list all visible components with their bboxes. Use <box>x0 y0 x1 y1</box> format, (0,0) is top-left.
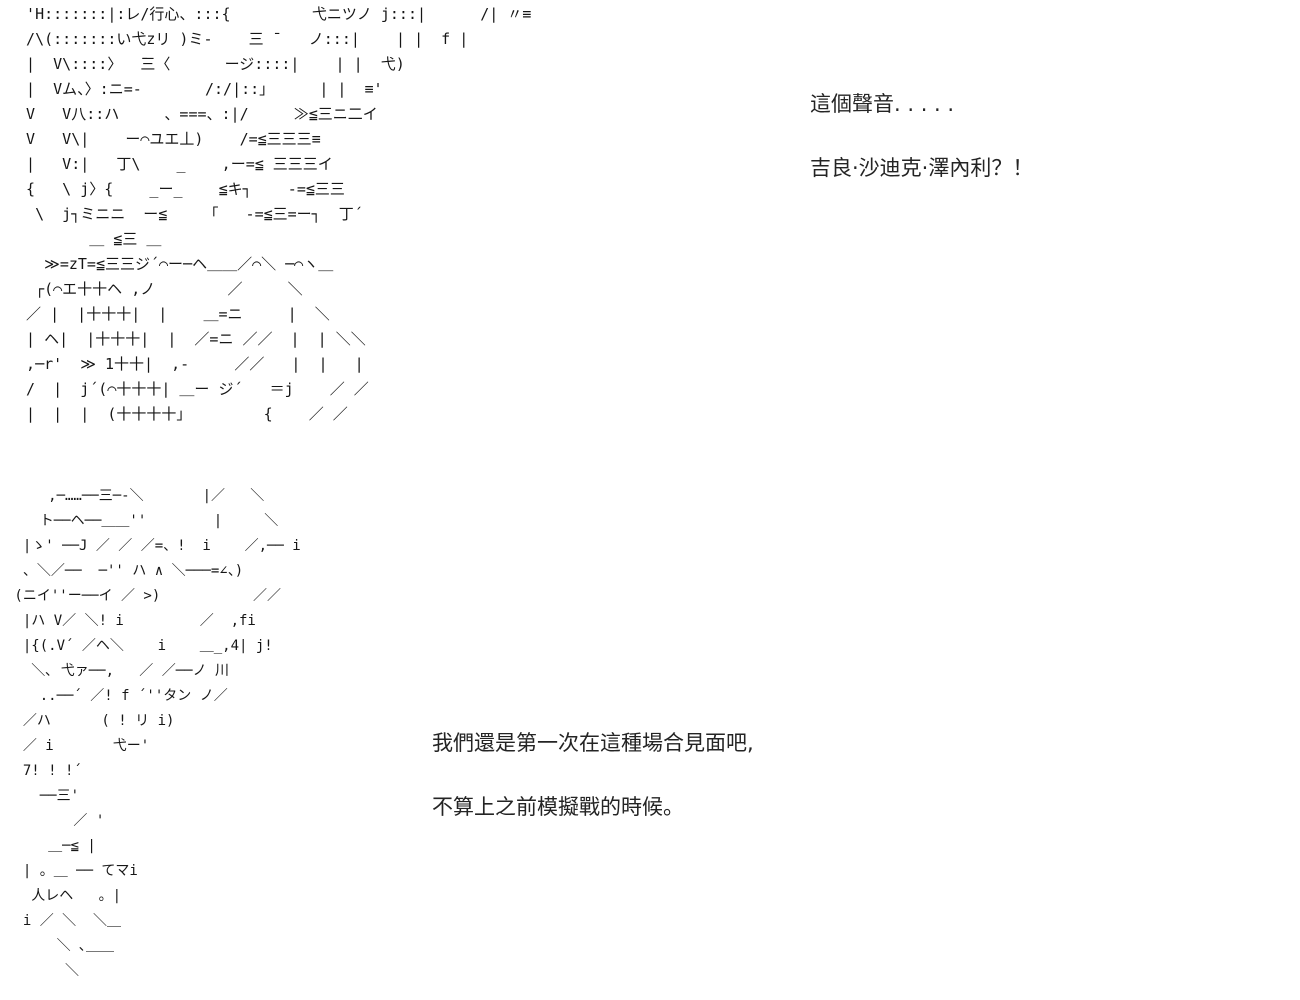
ascii-art-bottom: ,─……──三─-＼ |／ ＼ ト──ヘ──＿＿'' | ＼ |ゝ' ──J ／… <box>14 488 301 979</box>
dialogue-block-top: 這個聲音. . . . . 吉良·沙迪克·澤內利？！ <box>810 88 1033 216</box>
dialogue-bottom-line-1: 我們還是第一次在這種場合見面吧, <box>432 731 754 755</box>
dialogue-top-line-1: 這個聲音. . . . . <box>810 92 955 116</box>
ascii-art-top: 'H:::::::|:レ/行心、:::{ 弋ニツノ j:::| /| 〃≡ /\… <box>26 5 532 423</box>
dialogue-top-line-2: 吉良·沙迪克·澤內利？！ <box>810 156 1034 180</box>
dialogue-block-bottom: 我們還是第一次在這種場合見面吧, 不算上之前模擬戰的時候。 <box>432 727 754 855</box>
dialogue-bottom-line-2: 不算上之前模擬戰的時候。 <box>432 795 684 819</box>
